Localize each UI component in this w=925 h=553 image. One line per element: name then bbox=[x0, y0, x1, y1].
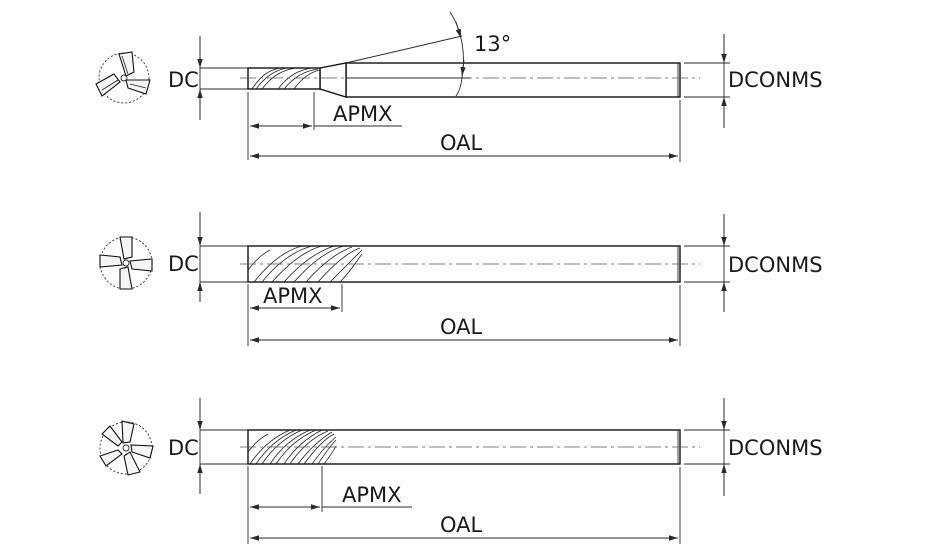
tool-2-oal-label: OAL bbox=[440, 315, 483, 339]
tool-2-dc-label: DC bbox=[168, 252, 199, 276]
tool-2-dc-dimension: DC bbox=[168, 212, 248, 302]
tool-1-angle-dimension: 13° bbox=[345, 11, 511, 97]
tool-3-dconms-dimension: DCONMS bbox=[684, 398, 823, 496]
tool-3-oal-label: OAL bbox=[440, 513, 483, 537]
tool-1-shank bbox=[345, 62, 681, 98]
tool-1-angle-label: 13° bbox=[474, 32, 511, 56]
tool-3-end-view-icon bbox=[99, 420, 154, 476]
tool-1-end-view-icon bbox=[95, 51, 151, 104]
tool-1-apmx-label: APMX bbox=[333, 102, 393, 126]
tool-1-dconms-label: DCONMS bbox=[728, 68, 823, 92]
tool-2-group: DC DCONMS APMX OAL bbox=[99, 212, 823, 346]
tool-1-apmx-dimension: APMX bbox=[247, 92, 402, 160]
tool-3-group: DC DCONMS APMX OAL bbox=[99, 398, 823, 544]
tool-1-oal-dimension: OAL bbox=[250, 100, 681, 162]
tool-2-end-view-icon bbox=[99, 236, 153, 290]
tool-3-flutes bbox=[247, 429, 337, 465]
tool-2-oal-dimension: OAL bbox=[250, 285, 681, 346]
tool-3-dconms-label: DCONMS bbox=[728, 436, 823, 460]
tool-1-neck-taper bbox=[319, 62, 347, 98]
tool-1-group: DC 13° DCONMS bbox=[95, 11, 823, 162]
tool-2-flutes bbox=[247, 245, 363, 283]
tool-1-dc-dimension: DC bbox=[168, 36, 248, 120]
tool-3-dc-dimension: DC bbox=[168, 398, 248, 494]
tool-2-dconms-label: DCONMS bbox=[728, 253, 823, 277]
tool-2-apmx-label: APMX bbox=[263, 284, 323, 308]
tool-1-dconms-dimension: DCONMS bbox=[684, 34, 823, 128]
tool-3-apmx-dimension: APMX bbox=[247, 466, 412, 544]
tool-3-dc-label: DC bbox=[168, 436, 199, 460]
tool-3-apmx-label: APMX bbox=[342, 483, 402, 507]
tool-1-dc-label: DC bbox=[168, 68, 199, 92]
tool-1-flutes bbox=[251, 67, 321, 90]
tool-1-oal-label: OAL bbox=[440, 131, 483, 155]
tool-3-oal-dimension: OAL bbox=[250, 467, 681, 544]
tool-2-dconms-dimension: DCONMS bbox=[684, 214, 823, 312]
tool-2-apmx-dimension: APMX bbox=[247, 284, 343, 346]
